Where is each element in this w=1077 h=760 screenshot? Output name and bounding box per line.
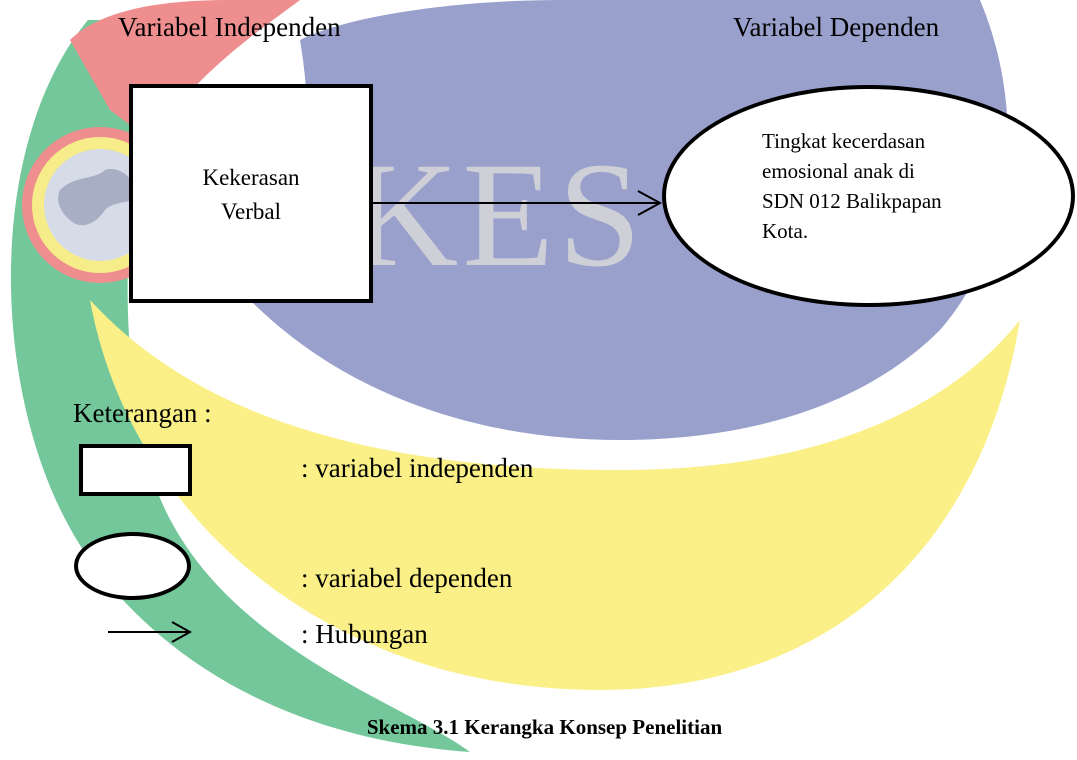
watermark-yellow-arc bbox=[90, 300, 1020, 690]
legend-ellipse-symbol bbox=[74, 532, 191, 600]
legend-independent-label: : variabel independen bbox=[301, 453, 534, 483]
figure-caption: Skema 3.1 Kerangka Konsep Penelitian bbox=[366, 715, 723, 739]
legend-rectangle-symbol bbox=[79, 444, 192, 496]
legend-dependent-label: : variabel dependen bbox=[301, 563, 513, 593]
dependent-variable-ellipse: Tingkat kecerdasan emosional anak di SDN… bbox=[662, 85, 1075, 307]
independent-variable-box: Kekerasan Verbal bbox=[129, 84, 373, 303]
legend-title: Keterangan : bbox=[73, 398, 212, 428]
legend-relationship-label: : Hubungan bbox=[301, 619, 428, 649]
independent-variable-heading: Variabel Independen bbox=[118, 12, 341, 42]
independent-variable-label: Kekerasan Verbal bbox=[202, 165, 300, 224]
watermark-red-arc bbox=[70, 0, 300, 140]
watermark-text: KES bbox=[350, 132, 646, 298]
watermark-globe-land bbox=[58, 169, 140, 226]
dependent-variable-label: Tingkat kecerdasan emosional anak di SDN… bbox=[762, 129, 942, 243]
dependent-variable-heading: Variabel Dependen bbox=[733, 12, 940, 42]
